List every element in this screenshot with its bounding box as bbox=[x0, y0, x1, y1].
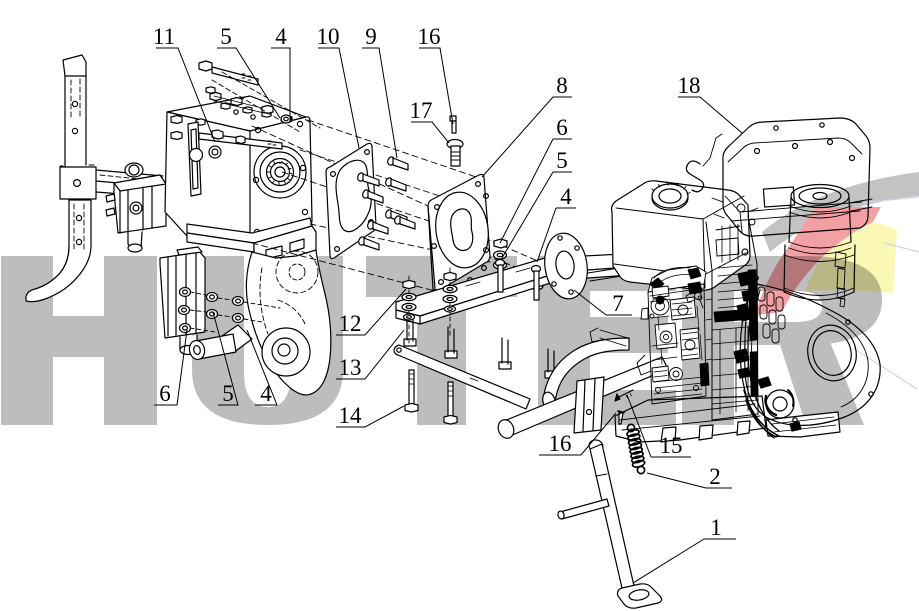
svg-text:4: 4 bbox=[275, 24, 287, 49]
svg-text:12: 12 bbox=[339, 311, 362, 336]
svg-text:17: 17 bbox=[410, 98, 433, 123]
svg-text:11: 11 bbox=[153, 24, 175, 49]
svg-text:4: 4 bbox=[560, 184, 572, 209]
svg-text:18: 18 bbox=[678, 73, 701, 98]
svg-text:16: 16 bbox=[549, 431, 572, 456]
svg-text:5: 5 bbox=[220, 24, 232, 49]
svg-text:2: 2 bbox=[709, 464, 721, 489]
svg-text:14: 14 bbox=[339, 403, 363, 428]
svg-text:7: 7 bbox=[612, 291, 624, 316]
svg-text:15: 15 bbox=[660, 433, 683, 458]
svg-text:1: 1 bbox=[710, 515, 722, 540]
svg-text:4: 4 bbox=[260, 381, 272, 406]
svg-text:6: 6 bbox=[159, 381, 171, 406]
svg-text:6: 6 bbox=[556, 115, 568, 140]
svg-text:16: 16 bbox=[418, 24, 441, 49]
svg-text:8: 8 bbox=[556, 73, 568, 98]
svg-text:5: 5 bbox=[222, 381, 234, 406]
svg-text:9: 9 bbox=[365, 24, 377, 49]
svg-text:5: 5 bbox=[556, 148, 568, 173]
svg-text:13: 13 bbox=[339, 355, 362, 380]
svg-text:10: 10 bbox=[317, 24, 340, 49]
